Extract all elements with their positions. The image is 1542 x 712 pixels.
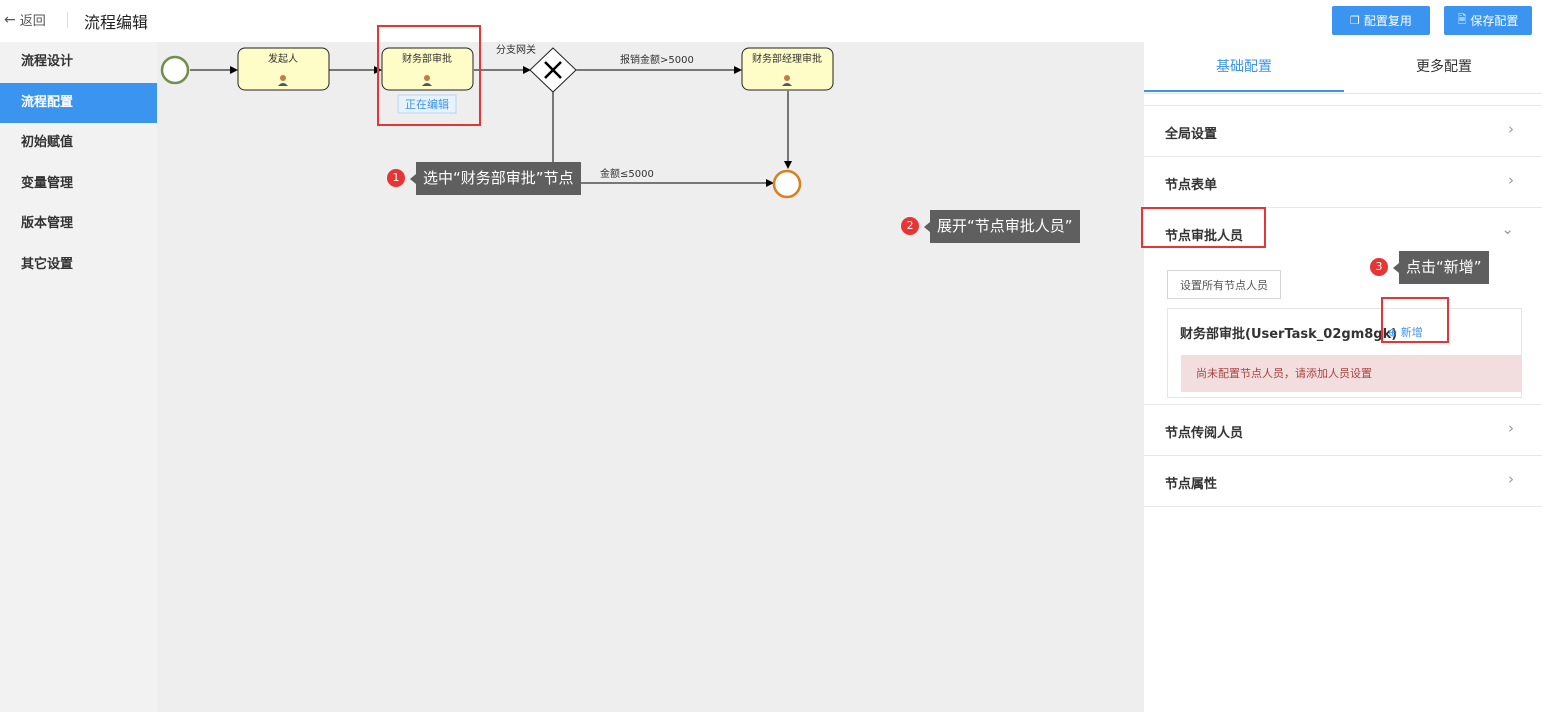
task-manager-approval[interactable]: 财务部经理审批 bbox=[741, 47, 834, 91]
user-icon bbox=[782, 75, 792, 86]
bpmn-diagram: 发起人 财务部审批 正在编辑 分支网关 报销金额>5000 金额≤5000 bbox=[160, 43, 834, 199]
section-global-settings[interactable]: 全局设置 › bbox=[1144, 106, 1542, 157]
task-manager-approval-label: 财务部经理审批 bbox=[752, 52, 822, 65]
sidebar-item-variables[interactable]: 变量管理 bbox=[21, 175, 74, 191]
highlight-add-link bbox=[1381, 297, 1449, 343]
exclusive-gateway[interactable] bbox=[529, 47, 577, 93]
sidebar-item-process-design[interactable]: 流程设计 bbox=[21, 54, 74, 69]
copy-icon: ❐ bbox=[1350, 14, 1360, 27]
annotation-callout-1: 选中“财务部审批”节点 bbox=[410, 162, 581, 195]
task-finance-approval-label: 财务部审批 bbox=[402, 52, 452, 65]
section-node-props[interactable]: 节点属性 › bbox=[1144, 456, 1542, 507]
approvers-body: 设置所有节点人员 财务部审批(UserTask_02gm8gk) ⊕ 新增 尚未… bbox=[1144, 259, 1542, 405]
user-icon bbox=[278, 75, 288, 86]
header: ← 返回 流程编辑 ❐ 配置复用 🗎 保存配置 bbox=[0, 0, 1542, 42]
end-event[interactable] bbox=[772, 169, 802, 199]
editing-badge-label: 正在编辑 bbox=[405, 97, 449, 111]
add-approver-link[interactable]: ⊕ 新增 bbox=[1388, 324, 1423, 340]
section-node-form[interactable]: 节点表单 › bbox=[1144, 157, 1542, 208]
back-button[interactable]: ← 返回 bbox=[4, 10, 46, 30]
sidebar: 流程设计 流程配置 初始赋值 变量管理 版本管理 其它设置 bbox=[0, 42, 157, 712]
save-config-label: 保存配置 bbox=[1470, 14, 1519, 28]
no-approver-warning: 尚未配置节点人员，请添加人员设置 bbox=[1181, 355, 1522, 392]
editing-badge bbox=[397, 94, 457, 114]
annotation-badge-1: 1 bbox=[387, 169, 405, 187]
flow-gateway-to-end[interactable] bbox=[552, 92, 774, 187]
chevron-right-icon: › bbox=[1508, 470, 1514, 488]
arrow-left-icon: ← bbox=[4, 11, 16, 28]
node-approver-card: 财务部审批(UserTask_02gm8gk) ⊕ 新增 尚未配置节点人员，请添… bbox=[1167, 308, 1522, 398]
header-divider bbox=[67, 12, 68, 28]
sidebar-item-process-config[interactable]: 流程配置 bbox=[0, 82, 157, 123]
sidebar-item-initial-assign[interactable]: 初始赋值 bbox=[21, 135, 74, 150]
section-node-props-title: 节点属性 bbox=[1165, 477, 1218, 492]
sidebar-item-other-settings[interactable]: 其它设置 bbox=[21, 256, 74, 272]
add-label: 新增 bbox=[1400, 326, 1423, 339]
gateway-label: 分支网关 bbox=[496, 43, 536, 56]
flow-label-under-5000: 金额≤5000 bbox=[600, 167, 654, 180]
chevron-right-icon: › bbox=[1508, 419, 1514, 437]
config-panel: 基础配置 更多配置 全局设置 › 节点表单 › 节点审批人员 ⌄ 设置所有节点人… bbox=[1144, 42, 1542, 712]
section-global-settings-title: 全局设置 bbox=[1165, 127, 1218, 142]
save-config-button[interactable]: 🗎 保存配置 bbox=[1444, 6, 1532, 35]
plus-circle-icon: ⊕ bbox=[1388, 326, 1398, 339]
annotation-callout-2: 展开“节点审批人员” bbox=[924, 210, 1080, 243]
task-initiator-label: 发起人 bbox=[268, 52, 298, 65]
config-tabs: 基础配置 更多配置 bbox=[1144, 42, 1542, 94]
chevron-right-icon: › bbox=[1508, 171, 1514, 189]
user-icon bbox=[422, 75, 432, 86]
chevron-right-icon: › bbox=[1508, 120, 1514, 138]
page-title: 流程编辑 bbox=[84, 13, 149, 32]
section-node-approvers-title: 节点审批人员 bbox=[1165, 229, 1244, 244]
reuse-config-button[interactable]: ❐ 配置复用 bbox=[1332, 6, 1430, 35]
reuse-config-label: 配置复用 bbox=[1363, 14, 1412, 28]
annotation-badge-3: 3 bbox=[1370, 258, 1388, 276]
tab-basic-config[interactable]: 基础配置 bbox=[1144, 42, 1344, 92]
set-all-node-users-button[interactable]: 设置所有节点人员 bbox=[1167, 270, 1281, 299]
tab-more-config[interactable]: 更多配置 bbox=[1416, 59, 1472, 75]
section-node-approvers[interactable]: 节点审批人员 ⌄ bbox=[1144, 208, 1542, 259]
task-initiator[interactable]: 发起人 bbox=[237, 47, 330, 91]
process-canvas[interactable]: 发起人 财务部审批 正在编辑 分支网关 报销金额>5000 金额≤5000 bbox=[157, 42, 1144, 712]
annotation-callout-3: 点击“新增” bbox=[1393, 251, 1489, 284]
back-label: 返回 bbox=[19, 14, 46, 29]
highlight-approvers-section bbox=[1141, 207, 1266, 248]
node-card-title: 财务部审批(UserTask_02gm8gk) bbox=[1180, 327, 1398, 342]
section-node-cc-title: 节点传阅人员 bbox=[1165, 426, 1244, 441]
section-node-form-title: 节点表单 bbox=[1165, 178, 1218, 193]
chevron-down-icon: ⌄ bbox=[1501, 220, 1514, 238]
section-node-cc[interactable]: 节点传阅人员 › bbox=[1144, 405, 1542, 456]
sidebar-item-versions[interactable]: 版本管理 bbox=[21, 216, 74, 231]
panel-divider bbox=[1144, 94, 1542, 106]
highlight-finance-node bbox=[377, 25, 481, 126]
start-event[interactable] bbox=[160, 55, 190, 85]
task-finance-approval[interactable]: 财务部审批 bbox=[381, 47, 474, 91]
file-icon: 🗎 bbox=[1457, 13, 1467, 26]
flow-label-over-5000: 报销金额>5000 bbox=[620, 53, 694, 66]
annotation-badge-2: 2 bbox=[901, 217, 919, 235]
